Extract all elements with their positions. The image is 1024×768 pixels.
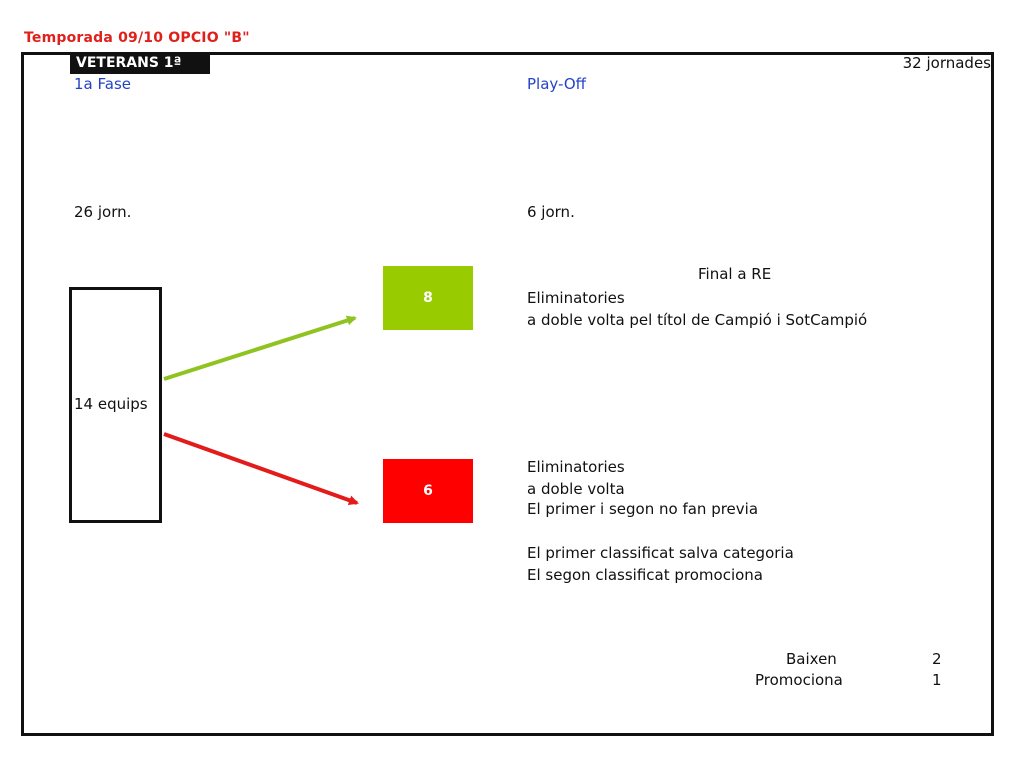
summary-value-promociona: 1 <box>932 671 942 689</box>
summary-label-promociona: Promociona <box>755 671 843 689</box>
season-header: Temporada 09/10 OPCIO "B" <box>24 30 250 46</box>
bottom-group-line-2: a doble volta <box>527 480 625 498</box>
phase1-jornades: 26 jorn. <box>74 203 132 221</box>
summary-label-baixen: Baixen <box>786 650 837 668</box>
teams-box <box>69 287 162 523</box>
playoff-title: Play-Off <box>527 75 586 93</box>
green-arrow <box>163 315 357 381</box>
bottom-group-line-3: El primer i segon no fan previa <box>527 500 759 518</box>
top-group-line-1: Final a RE <box>698 265 772 283</box>
top-group-count-box: 8 <box>383 266 473 330</box>
teams-count-label: 14 equips <box>74 395 148 413</box>
bottom-group-count-box: 6 <box>383 459 473 523</box>
top-group-line-2: Eliminatories <box>527 289 625 307</box>
bottom-group-line-4: El primer classificat salva categoria <box>527 544 794 562</box>
bottom-group-line-5: El segon classificat promociona <box>527 566 763 584</box>
red-arrow <box>163 432 359 506</box>
top-group-count: 8 <box>423 290 433 306</box>
diagram-frame <box>21 52 994 736</box>
phase1-title: 1a Fase <box>74 75 131 93</box>
playoff-jornades: 6 jorn. <box>527 203 575 221</box>
category-badge: VETERANS 1ª <box>70 52 210 74</box>
total-jornades: 32 jornades <box>902 54 991 72</box>
bottom-group-line-1: Eliminatories <box>527 458 625 476</box>
top-group-line-3: a doble volta pel títol de Campió i SotC… <box>527 311 868 329</box>
summary-value-baixen: 2 <box>932 650 942 668</box>
bottom-group-count: 6 <box>423 483 433 499</box>
